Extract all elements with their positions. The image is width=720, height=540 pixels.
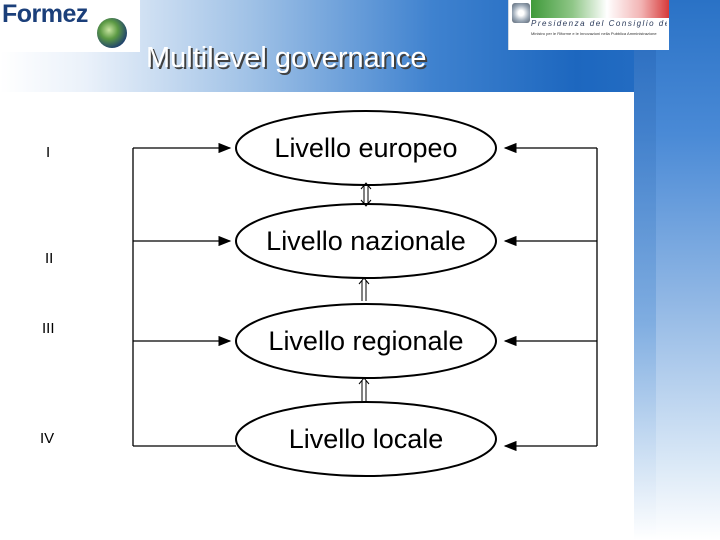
double-arrow-1-2 [360, 182, 372, 207]
formez-logo: Formez [0, 0, 140, 52]
double-arrow-3-4 [358, 377, 370, 401]
level-numeral: IV [40, 430, 55, 447]
node-ellipse-regionale [235, 303, 497, 379]
government-subtitle: Ministro per le Riforme e le Innovazioni… [531, 31, 657, 36]
italian-flag-icon [531, 0, 669, 18]
republic-emblem-icon [512, 3, 530, 23]
level-numeral: I [46, 144, 51, 161]
double-arrow-2-3 [358, 277, 370, 301]
formez-logo-text: Formez [2, 0, 88, 28]
node-ellipse-nazionale [235, 203, 497, 279]
node-label-regionale: Livello regionale [268, 326, 463, 356]
right-decorative-bar [634, 0, 720, 540]
node-ellipse-europeo [235, 110, 497, 186]
node-ellipse-locale [235, 401, 497, 477]
page-title: Multilevel governance [146, 42, 427, 74]
government-logo: Presidenza del Consiglio dei Ministri Mi… [508, 0, 669, 50]
level-numeral: II [45, 250, 54, 267]
level-numeral: III [42, 320, 55, 337]
globe-icon [97, 18, 127, 48]
node-label-nazionale: Livello nazionale [266, 226, 466, 256]
node-label-locale: Livello locale [289, 424, 444, 454]
government-title: Presidenza del Consiglio dei Ministri [531, 19, 667, 28]
node-label-europeo: Livello europeo [274, 133, 457, 163]
